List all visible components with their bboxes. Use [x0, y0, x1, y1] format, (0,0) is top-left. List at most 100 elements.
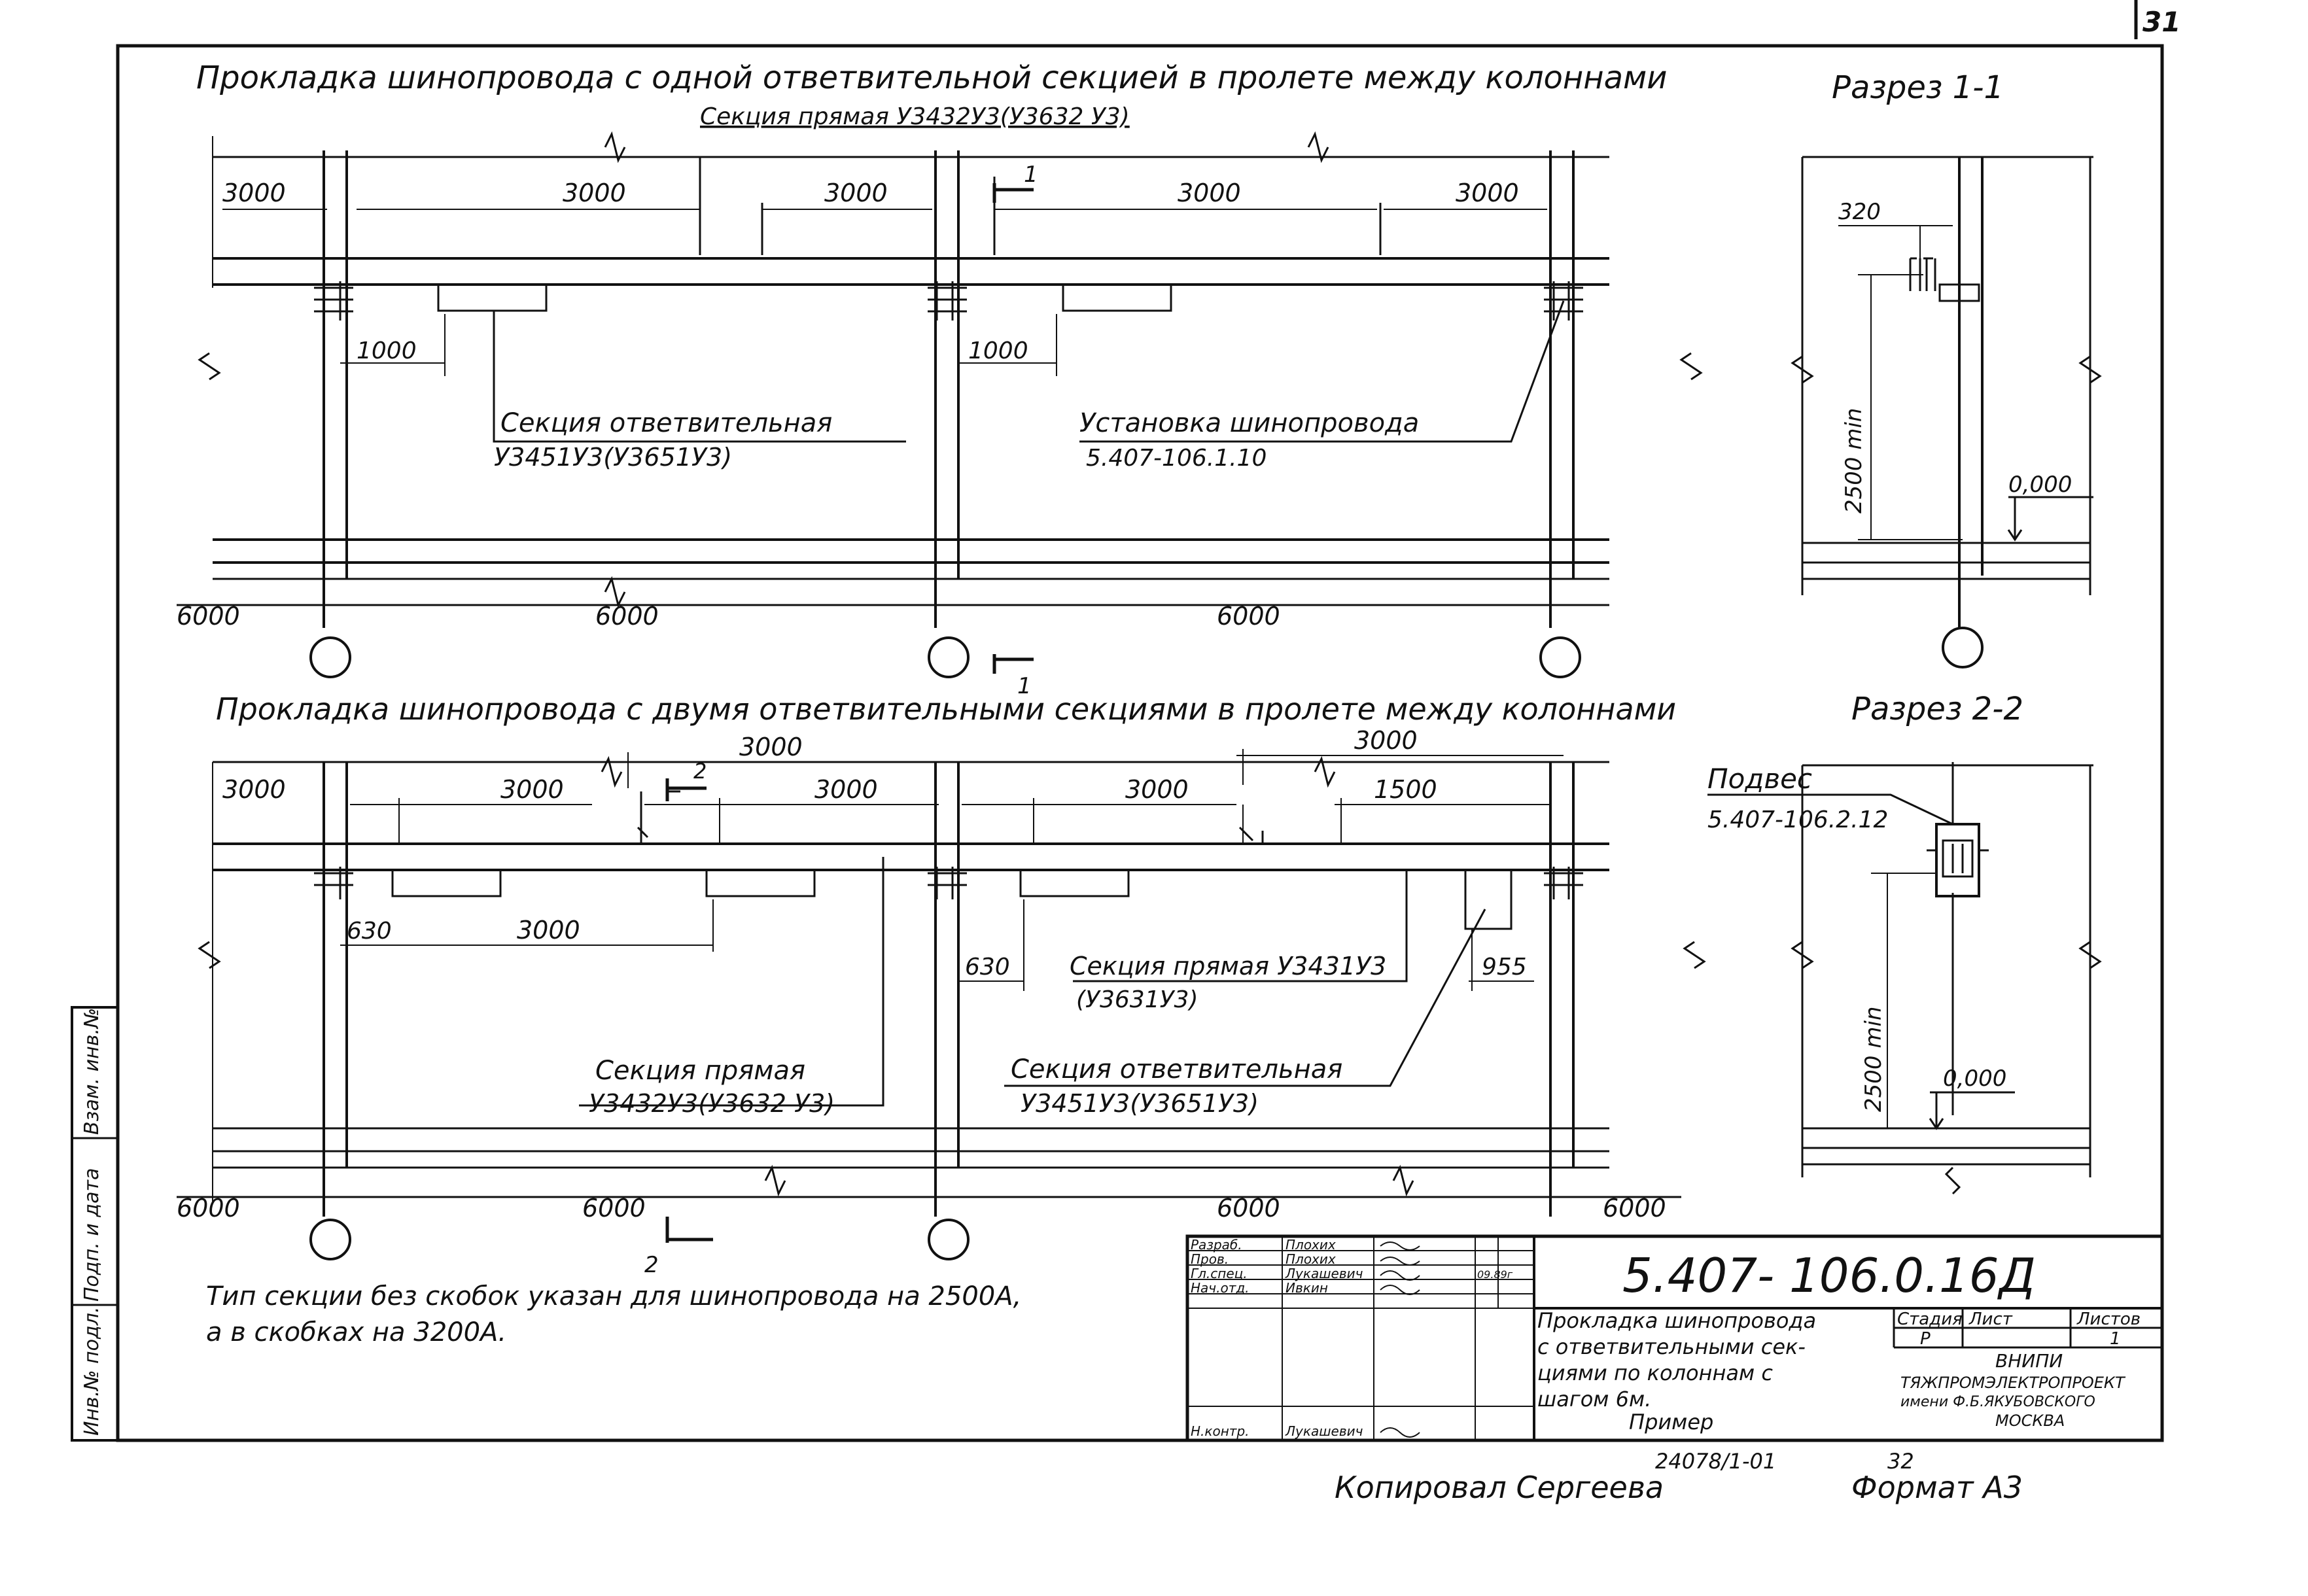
plan2-dim-bottom: 6000 [177, 1194, 240, 1223]
tb-name: Лукашевич [1285, 1423, 1363, 1439]
axis-bubble [928, 636, 970, 678]
plan1-dim-branch: 1000 [968, 338, 1028, 364]
plan2-dim: 3000 [1125, 775, 1189, 804]
section-2-2: Разрез 2-2 Подвес 5.407-106.2.12 2500 mi… [1707, 691, 2102, 1195]
plan1-title: Прокладка шинопровода с одной ответвител… [196, 60, 1667, 96]
plan1-cut-mark-top: 1 [1024, 162, 1038, 188]
stamp-inv: Инв.№ подл. [80, 1307, 103, 1436]
plan2-straight-a: Секция прямая У3431У3 [1070, 952, 1386, 980]
section1-dim-320: 320 [1838, 199, 1881, 225]
tb-role: Н.контр. [1191, 1423, 1250, 1439]
plan1-dim-bottom: 6000 [1217, 602, 1280, 631]
axis-bubble [1539, 636, 1581, 678]
branch-box [437, 283, 548, 312]
plan2-dim: 3000 [814, 775, 878, 804]
tb-sheets-header: Листов [2076, 1310, 2141, 1329]
note-line-1: Тип секции без скобок указан для шинопро… [206, 1281, 1021, 1311]
plan2-dim-mid: 955 [1482, 954, 1527, 980]
drawing-frame [116, 44, 2164, 1442]
archive-no: 24078/1-01 [1655, 1449, 1776, 1474]
plan2-straight-a-alt: (У3631У3) [1076, 986, 1198, 1013]
tb-org: ВНИПИ [1995, 1350, 2063, 1372]
plan-2: Прокладка шинопровода с двумя ответвител… [177, 691, 1706, 1278]
section2-height: 2500 min [1861, 1007, 1887, 1112]
axis-bubble [309, 636, 351, 678]
plan2-dim: 3000 [500, 775, 564, 804]
plan2-dim-upper: 3000 [1354, 726, 1418, 755]
tb-sheets-total: 1 [2110, 1329, 2121, 1349]
tb-sheet-header: Лист [1968, 1310, 2013, 1329]
plan1-install-ref: 5.407-106.1.10 [1086, 445, 1267, 472]
doc-code: 5.407- 106.0.16Д [1622, 1248, 2036, 1303]
plan1-dim-bottom: 6000 [595, 602, 659, 631]
branch-box [1062, 283, 1172, 312]
plan1-straight-section: Секция прямая У3432У3(У3632 У3) [700, 103, 1130, 130]
section1-title: Разрез 1-1 [1832, 69, 2004, 106]
plan1-dim: 3000 [1456, 179, 1519, 207]
plan1-dim: 3000 [1178, 179, 1241, 207]
plan1-install-label: Установка шинопровода [1079, 408, 1419, 438]
plan1-dim-bottom: 6000 [177, 602, 240, 631]
tb-role: Гл.спец. [1191, 1266, 1248, 1281]
section-1-1: Разрез 1-1 320 2500 min 0,000 [1791, 69, 2102, 668]
tb-desc: шагом 6м. [1537, 1387, 1651, 1412]
plan2-cut-mark-bottom: 2 [644, 1252, 659, 1278]
plan2-dim-mid: 630 [965, 954, 1010, 980]
tb-org: ТЯЖПРОМЭЛЕКТРОПРОЕКТ [1900, 1374, 2126, 1392]
section2-title: Разрез 2-2 [1851, 691, 2023, 727]
plan2-dim-bottom: 6000 [1603, 1194, 1666, 1223]
plan2-dim: 3000 [222, 775, 286, 804]
tb-role: Нач.отд. [1191, 1280, 1250, 1296]
plan2-cut-mark-top: 2 [693, 759, 707, 784]
tb-desc: с ответвительными сек- [1537, 1334, 1806, 1359]
plan2-branch-label: Секция ответвительная [1011, 1054, 1342, 1084]
axis-bubble [309, 1219, 351, 1260]
page-number: 31 [2142, 6, 2180, 38]
plan2-dim-upper: 3000 [739, 733, 803, 761]
stamp-sign: Подп. и дата [80, 1168, 103, 1302]
tb-name: Плохих [1285, 1237, 1336, 1253]
tb-desc: Прокладка шинопровода [1537, 1308, 1816, 1333]
section1-height: 2500 min [1841, 408, 1867, 513]
plan1-dim: 3000 [563, 179, 626, 207]
plan1-dim-branch: 1000 [357, 338, 417, 364]
copied-by: Копировал Сергеева [1335, 1470, 1664, 1505]
tb-name: Лукашевич [1285, 1266, 1363, 1281]
plan2-dim-bottom: 6000 [1217, 1194, 1280, 1223]
plan1-dim: 3000 [824, 179, 888, 207]
plan2-dim-bottom: 6000 [582, 1194, 646, 1223]
plan2-dim: 1500 [1374, 775, 1437, 804]
tb-desc: Пример [1629, 1410, 1713, 1434]
section1-level: 0,000 [2008, 472, 2072, 498]
tb-stage-header: Стадия [1897, 1310, 1963, 1329]
plan1-cut-mark-bottom: 1 [1017, 673, 1032, 699]
section2-hanger: Подвес [1707, 763, 1812, 795]
copy-no: 32 [1887, 1449, 1914, 1474]
plan1-branch-label: Секция ответвительная [500, 408, 832, 438]
plan1-dim: 3000 [222, 179, 286, 207]
plan2-straight-b-type: У3432У3(У3632 У3) [589, 1089, 835, 1118]
stamp-replace: Взам. инв.№ [80, 1008, 103, 1135]
tb-name: Ивкин [1285, 1280, 1328, 1296]
plan-1: Прокладка шинопровода с одной ответвител… [177, 60, 1703, 699]
axis-bubble [928, 1219, 970, 1260]
plan1-branch-type: У3451У3(У3651У3) [494, 443, 732, 472]
tb-org: имени Ф.Б.ЯКУБОВСКОГО [1900, 1394, 2095, 1410]
hanger-box [1935, 823, 1980, 897]
plan2-straight-b: Секция прямая [595, 1056, 805, 1086]
tb-name: Плохих [1285, 1251, 1336, 1267]
title-block: 5.407- 106.0.16Д Разраб. Плохих Пров. Пл… [1185, 1234, 2164, 1442]
tb-role: Разраб. [1191, 1237, 1242, 1253]
plan2-dim-mid: 3000 [517, 916, 580, 945]
plan2-dim-mid: 630 [347, 918, 392, 945]
section2-hanger-ref: 5.407-106.2.12 [1707, 807, 1888, 833]
tb-stage: Р [1920, 1329, 1931, 1349]
tb-org: МОСКВА [1995, 1412, 2065, 1430]
format-label: Формат А3 [1851, 1470, 2023, 1505]
section2-level: 0,000 [1943, 1066, 2006, 1092]
tb-role: Пров. [1191, 1251, 1229, 1267]
tb-desc: циями по колоннам с [1537, 1361, 1773, 1385]
note-line-2: а в скобках на 3200А. [206, 1317, 506, 1347]
plan2-title: Прокладка шинопровода с двумя ответвител… [216, 691, 1676, 727]
